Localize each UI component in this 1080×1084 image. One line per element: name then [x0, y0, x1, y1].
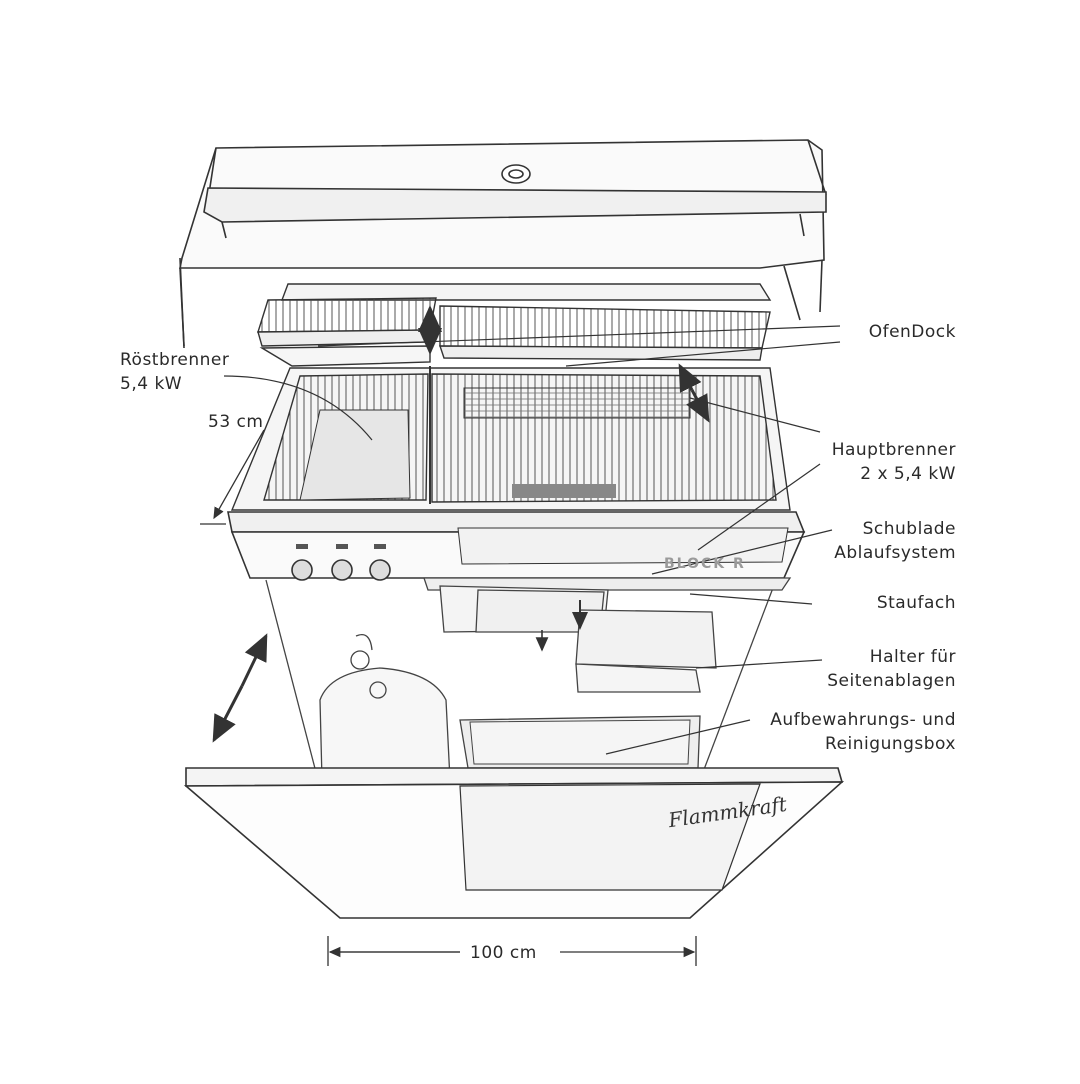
label-schublade-line2: Ablaufsystem	[834, 543, 956, 563]
label-box-line1: Aufbewahrungs- und	[770, 710, 956, 730]
label-schublade-line1: Schublade	[862, 519, 956, 539]
front-panel	[227, 511, 806, 581]
label-roestbrenner: Röstbrenner 5,4 kW	[120, 348, 229, 396]
label-halter-line1: Halter für	[869, 647, 956, 667]
label-halter-line2: Seitenablagen	[827, 671, 956, 691]
grill-grates	[230, 345, 791, 511]
movement-arrows	[212, 305, 710, 743]
label-schublade: Schublade Ablaufsystem	[834, 517, 956, 565]
label-roestbrenner-line2: 5,4 kW	[120, 374, 183, 394]
label-box: Aufbewahrungs- und Reinigungsbox	[770, 708, 956, 756]
label-ofendock: OfenDock	[869, 320, 956, 344]
ofendock-rack	[257, 283, 772, 361]
label-hauptbrenner: Hauptbrenner 2 x 5,4 kW	[832, 438, 956, 486]
cabinet	[265, 577, 792, 781]
label-ofendock-text: OfenDock	[868, 322, 956, 342]
dimension-depth: 53 cm	[208, 412, 264, 432]
label-roestbrenner-line1: Röstbrenner	[120, 350, 230, 370]
label-hauptbrenner-line1: Hauptbrenner	[831, 440, 956, 460]
leader-lines	[223, 325, 841, 755]
base-cabinet	[183, 767, 845, 919]
dimension-width: 100 cm	[470, 943, 537, 963]
label-box-line2: Reinigungsbox	[825, 734, 956, 754]
label-hauptbrenner-line2: 2 x 5,4 kW	[860, 464, 956, 484]
block-r-badge: BLOCK R	[664, 556, 746, 572]
label-staufach-text: Staufach	[876, 593, 956, 613]
dimension-lines	[200, 429, 697, 966]
lid	[179, 139, 827, 349]
label-halter: Halter für Seitenablagen	[827, 645, 956, 693]
label-staufach: Staufach	[877, 591, 956, 615]
